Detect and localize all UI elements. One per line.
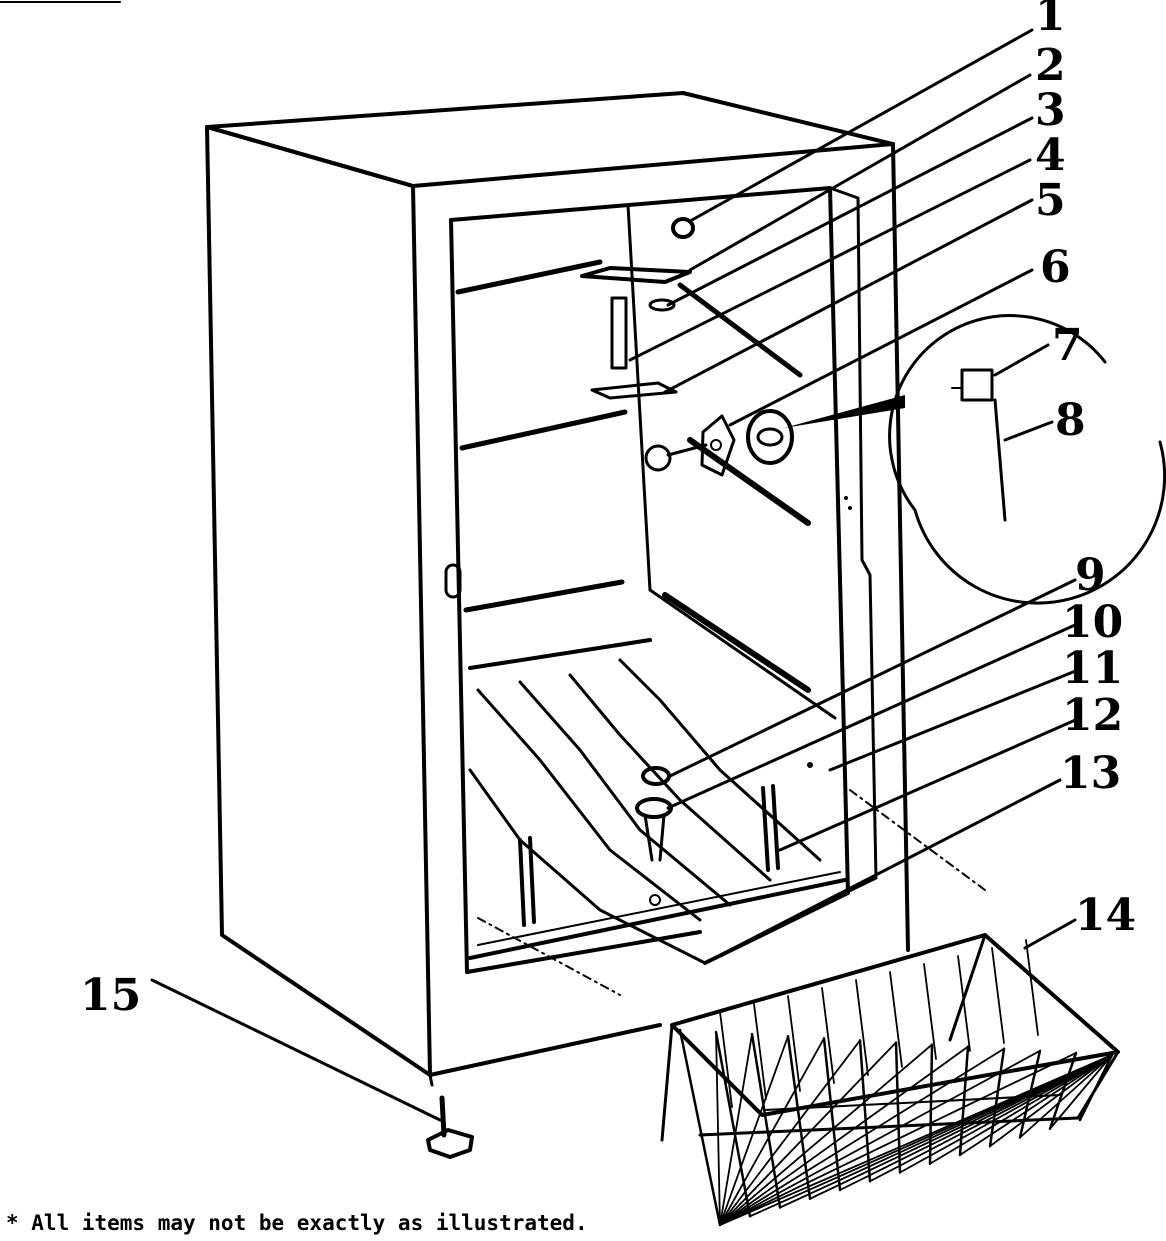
part-3-clip [648, 298, 676, 312]
footnote: * All items may not be exactly as illust… [6, 1211, 588, 1235]
callout-8: 8 [1055, 395, 1086, 446]
callout-7: 7 [1052, 320, 1083, 371]
part-4-holder [590, 296, 678, 400]
cabinet-liner [444, 186, 878, 974]
part-1-plug [671, 217, 695, 239]
callout-14: 14 [1075, 890, 1136, 941]
callout-2: 2 [1035, 40, 1066, 91]
leader-lines [150, 28, 1082, 1122]
callout-12: 12 [1062, 690, 1123, 741]
part-14-wire-basket [660, 933, 1120, 1227]
part-6-plate [700, 409, 794, 477]
callout-4: 4 [1035, 130, 1066, 181]
callout-3: 3 [1035, 85, 1066, 136]
part-12-shelf-pins [518, 762, 813, 927]
callout-15: 15 [80, 970, 141, 1021]
callout-1: 1 [1035, 0, 1066, 41]
callout-9: 9 [1075, 550, 1106, 601]
assembly-lines [477, 789, 986, 996]
part-15-leveling-leg [426, 1095, 474, 1159]
callout-6: 6 [1040, 242, 1071, 293]
detail-view [888, 314, 1166, 605]
shelf-rails [455, 259, 811, 693]
callout-10: 10 [1062, 597, 1123, 648]
part-2-bracket [580, 266, 692, 284]
callout-13: 13 [1060, 748, 1121, 799]
callout-11: 11 [1062, 643, 1123, 694]
part-5-thermostat [644, 443, 708, 472]
detail-pointer [784, 395, 905, 428]
callout-labels: 1 2 3 4 5 6 7 8 9 10 11 12 13 14 15 [80, 0, 1136, 1021]
evaporator-tubes [468, 658, 822, 965]
freezer-cabinet [205, 91, 910, 1087]
callout-5: 5 [1035, 175, 1066, 226]
